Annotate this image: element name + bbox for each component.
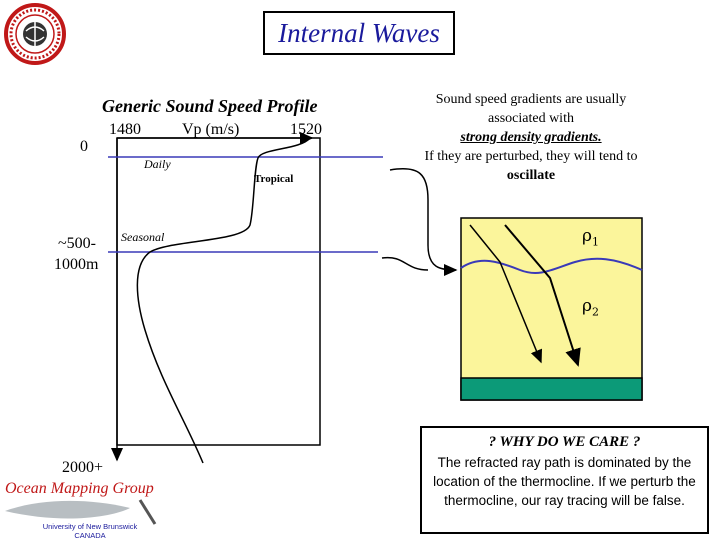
callout-arrow-lower xyxy=(381,256,429,271)
speed-min-label: 1480 xyxy=(109,121,141,138)
ray-path-1 xyxy=(469,224,542,364)
why-care-title: ? WHY DO WE CARE ? xyxy=(488,434,641,450)
sound-speed-curve xyxy=(136,137,311,464)
depth-mid-label-line1: ~500- xyxy=(58,235,96,252)
seafloor-band xyxy=(460,377,643,401)
ocean-mapping-group-label: Ocean Mapping Group xyxy=(5,480,154,497)
why-care-box: ? WHY DO WE CARE ? The refracted ray pat… xyxy=(420,426,709,534)
profile-box xyxy=(116,137,321,446)
speed-axis-label: Vp (m/s) xyxy=(182,121,240,138)
depth-bottom-label: 2000+ xyxy=(62,459,104,476)
ray-path-2 xyxy=(504,224,581,367)
slide-title: Internal Waves xyxy=(263,11,455,55)
callout-text: Sound speed gradients are usually associ… xyxy=(424,92,638,183)
rho1-label: ρ1 xyxy=(582,226,599,249)
seasonal-label: Seasonal xyxy=(121,230,165,244)
daily-label: Daily xyxy=(144,157,171,171)
thermocline-wave xyxy=(460,257,643,274)
ocean-mapping-logo-icon xyxy=(5,499,157,525)
depth-mid-label-line2: 1000m xyxy=(54,256,99,273)
tropical-label: Tropical xyxy=(254,173,294,185)
university-label: University of New Brunswick CANADA xyxy=(42,522,138,540)
depth-top-label: 0 xyxy=(80,138,88,155)
speed-max-label: 1520 xyxy=(290,121,322,138)
density-layer-box xyxy=(460,217,643,401)
callout-arrow-upper xyxy=(389,168,458,276)
why-care-body: The refracted ray path is dominated by t… xyxy=(433,455,696,508)
geodesy-seal-icon xyxy=(4,3,66,65)
rho2-label: ρ2 xyxy=(582,296,599,319)
profile-title: Generic Sound Speed Profile xyxy=(102,96,318,116)
